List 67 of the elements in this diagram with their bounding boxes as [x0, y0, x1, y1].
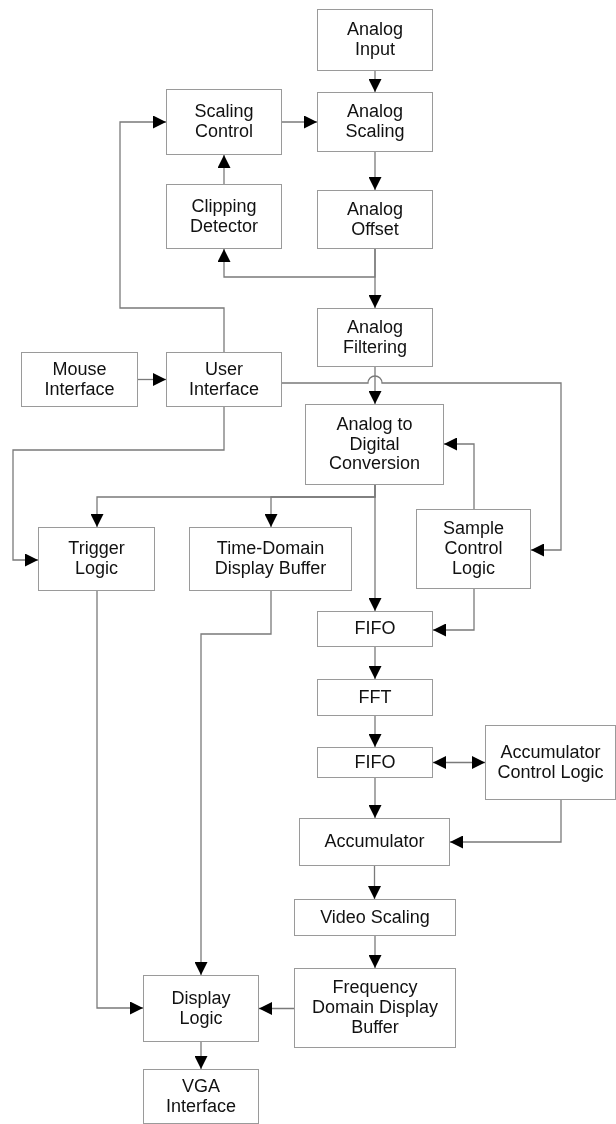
box-label: Trigger Logic [67, 539, 126, 579]
box-label: FFT [358, 687, 392, 708]
box-label: VGA Interface [164, 1076, 237, 1117]
arrow [368, 484, 382, 612]
box-label: Sample Control Logic [442, 519, 505, 579]
arrow [368, 646, 382, 680]
arrow [281, 115, 318, 129]
process-box [317, 190, 433, 249]
arrow [119, 115, 225, 353]
arrow [368, 248, 382, 309]
box-label: Analog Scaling [344, 102, 406, 142]
arrow [432, 588, 475, 637]
arrow [137, 373, 167, 386]
process-box [21, 352, 138, 407]
box-label: Video Scaling [320, 907, 430, 928]
process-box [299, 818, 450, 866]
process-box [294, 968, 456, 1048]
process-box [317, 308, 433, 367]
arrow [194, 1041, 208, 1070]
arrow [368, 715, 382, 748]
process-box [317, 679, 433, 716]
process-box [166, 89, 282, 155]
box-label: Accumulator Control Logic [496, 742, 605, 783]
arrow [217, 248, 376, 278]
process-box [143, 975, 259, 1042]
process-box [38, 527, 155, 591]
process-box [143, 1069, 259, 1124]
arrow [449, 799, 562, 849]
box-label: Analog Filtering [342, 317, 408, 358]
box-label: Analog Input [345, 20, 405, 60]
arrow [368, 151, 382, 191]
process-box [166, 352, 282, 407]
box-label: Frequency Domain Display Buffer [310, 978, 439, 1038]
process-box [294, 899, 456, 936]
box-label: FIFO [354, 752, 396, 773]
box-label: Mouse Interface [43, 359, 116, 400]
process-box [317, 747, 433, 778]
box-label: FIFO [354, 619, 396, 639]
box-label: Analog to Digital Conversion [327, 414, 421, 475]
process-box [317, 92, 433, 152]
process-box [416, 509, 531, 589]
process-box [317, 611, 433, 647]
arrow [368, 935, 382, 969]
arrow [368, 865, 381, 900]
process-box [189, 527, 352, 591]
arrow [281, 375, 562, 557]
process-box [485, 725, 616, 800]
process-box [317, 9, 433, 71]
arrow [368, 366, 382, 405]
box-label: Analog Offset [345, 199, 405, 240]
arrow [368, 777, 382, 819]
box-label: Scaling Control [193, 102, 255, 142]
box-label: Display Logic [170, 988, 232, 1029]
arrow [443, 437, 475, 510]
box-label: Clipping Detector [189, 196, 259, 237]
arrow [258, 1002, 295, 1015]
arrow [96, 590, 144, 1015]
arrow [432, 756, 486, 769]
process-box [305, 404, 444, 485]
arrow [217, 154, 231, 185]
arrow [368, 70, 382, 93]
arrow [194, 590, 272, 976]
arrow [12, 406, 225, 567]
process-box [166, 184, 282, 249]
box-label: Accumulator [324, 832, 425, 852]
box-label: Time-Domain Display Buffer [213, 539, 328, 579]
box-label: User Interface [187, 359, 260, 400]
